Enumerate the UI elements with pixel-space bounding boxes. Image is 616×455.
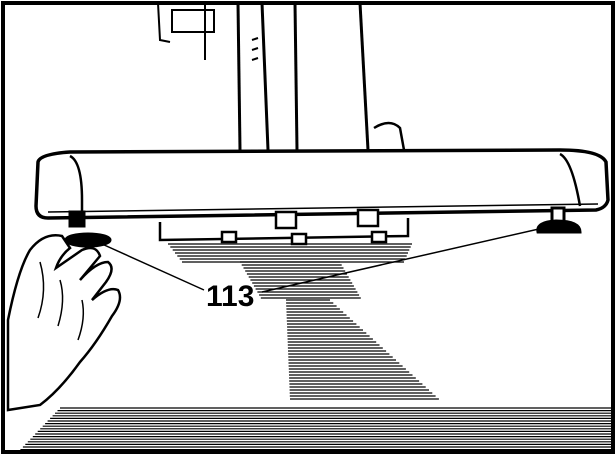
callout-number-label: 113	[206, 280, 254, 313]
leveling-foot-right	[536, 206, 582, 234]
hand	[6, 234, 122, 412]
base-plate	[34, 148, 610, 220]
machine-column	[157, 2, 406, 151]
floor-shading	[20, 243, 612, 451]
callout-leader-lines	[101, 225, 553, 293]
base-underside	[158, 208, 410, 246]
leveling-foot-left	[64, 210, 112, 248]
